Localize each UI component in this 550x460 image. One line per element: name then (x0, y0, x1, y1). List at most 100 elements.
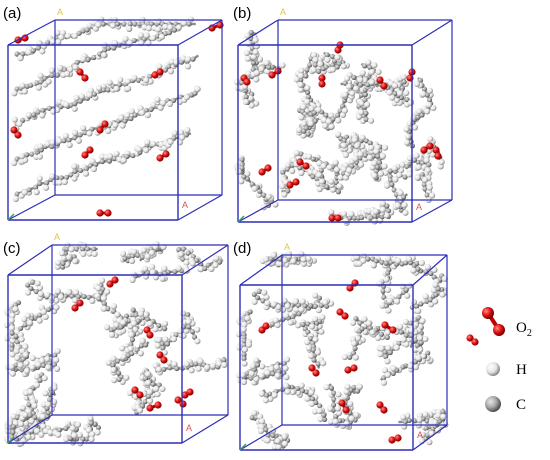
hydrogen-atom (45, 364, 52, 371)
panel-b: AA (b) (233, 5, 453, 226)
carbon-atom (28, 82, 34, 88)
hydrogen-atom (372, 208, 379, 215)
hydrogen-atom (414, 174, 421, 181)
hydrogen-atom (89, 297, 96, 305)
hydrogen-atom (63, 101, 70, 108)
hydrogen-atom (184, 126, 191, 134)
hydrogen-atom (37, 72, 44, 79)
hydrogen-atom (66, 141, 73, 149)
hydrogen-atom (146, 320, 153, 327)
hydrogen-atom (407, 99, 414, 106)
hydrogen-atom (71, 105, 78, 112)
carbon-atom (106, 45, 112, 51)
hydrogen-atom (346, 167, 353, 174)
hydrogen-atom (403, 139, 411, 146)
hydrogen-atom (112, 121, 119, 129)
hydrogen-atom (340, 166, 347, 173)
hydrogen-atom (143, 77, 150, 84)
hydrogen-atom (238, 178, 245, 185)
hydrogen-atom (253, 69, 260, 76)
hydrogen-atom (359, 134, 366, 141)
carbon-atom (78, 167, 84, 174)
axis-label-a: A (186, 423, 192, 433)
hydrogen-atom (159, 385, 166, 393)
hydrogen-atom (71, 129, 79, 136)
carbon-atom (111, 156, 118, 162)
hydrogen-atom (71, 175, 78, 182)
carbon-atom (128, 115, 134, 122)
carbon-atom (136, 77, 142, 83)
hydrogen-atom (373, 148, 380, 155)
hydrogen-atom (326, 164, 333, 171)
hydrogen-atom (413, 80, 421, 88)
carbon-atom (148, 21, 155, 27)
carbon-atom (166, 30, 172, 36)
carbon-atom (192, 90, 198, 96)
carbon-atom (33, 184, 39, 190)
hydrogen-atom (139, 338, 146, 345)
hydrogen-atom (175, 24, 182, 31)
hydrogen-atom (75, 137, 82, 144)
hydrogen-atom (144, 253, 151, 260)
carbon-atom (14, 156, 20, 162)
hydrogen-atom (119, 250, 127, 257)
carbon-atom (124, 153, 130, 160)
hydrogen-atom (29, 364, 36, 371)
hydrogen-atom (26, 319, 33, 326)
hydrogen-atom (54, 106, 61, 114)
o2-molecule (106, 276, 119, 288)
hydrogen-atom (39, 112, 46, 119)
hydrogen-atom (343, 75, 351, 82)
panel-d: AA (d) (233, 240, 479, 451)
hydrogen-atom (137, 350, 144, 357)
hydrogen-atom (364, 101, 371, 108)
carbon-atom (367, 140, 373, 146)
hydrogen-atom (27, 388, 34, 395)
hydrogen-atom (358, 161, 365, 168)
o2-molecule (151, 68, 164, 79)
hydrogen-atom (357, 109, 365, 116)
hydrogen-atom (58, 34, 65, 41)
hydrogen-atom (178, 134, 186, 141)
hydrogen-atom (20, 316, 28, 323)
hydrogen-atom (324, 56, 331, 63)
hydrogen-atom (64, 32, 72, 39)
hydrogen-atom (37, 290, 44, 298)
carbon-atom (76, 30, 82, 36)
carbon-atom (93, 161, 99, 167)
hydrogen-atom (353, 85, 360, 92)
hydrogen-atom (289, 167, 296, 175)
hydrogen-atom (137, 310, 145, 317)
carbon-atom (100, 21, 106, 27)
hydrogen-atom (359, 69, 366, 77)
hydrogen-atom (402, 209, 409, 216)
carbon-atom (24, 152, 30, 158)
hydrogen-atom (25, 111, 32, 118)
hydrogen-atom (71, 432, 78, 439)
hydrogen-atom (154, 26, 162, 33)
hydrogen-atom (403, 126, 410, 133)
hydrogen-atom (33, 382, 40, 389)
hydrogen-atom (281, 191, 288, 198)
hydrogen-atom (71, 163, 78, 170)
hydrogen-atom (304, 339, 311, 346)
carbon-atom (20, 117, 26, 123)
hydrogen-atom (124, 85, 132, 92)
carbon-atom (82, 130, 88, 136)
o2-molecule (96, 120, 109, 134)
carbon-atom (14, 51, 20, 57)
hydrogen-atom (100, 295, 107, 302)
molecules-layer (10, 16, 224, 217)
hydrogen-atom (36, 175, 43, 182)
hydrogen-atom (279, 183, 286, 190)
hydrogen-atom (120, 353, 127, 360)
hydrogen-atom (150, 101, 157, 109)
carbon-atom (170, 97, 177, 103)
hydrogen-atom (158, 33, 165, 40)
hydrogen-atom (161, 265, 168, 272)
hydrogen-atom (396, 90, 404, 97)
hydrogen-atom (377, 170, 385, 177)
hydrogen-atom (12, 306, 19, 313)
carbon-atom (183, 132, 189, 138)
hydrogen-atom (45, 401, 52, 408)
